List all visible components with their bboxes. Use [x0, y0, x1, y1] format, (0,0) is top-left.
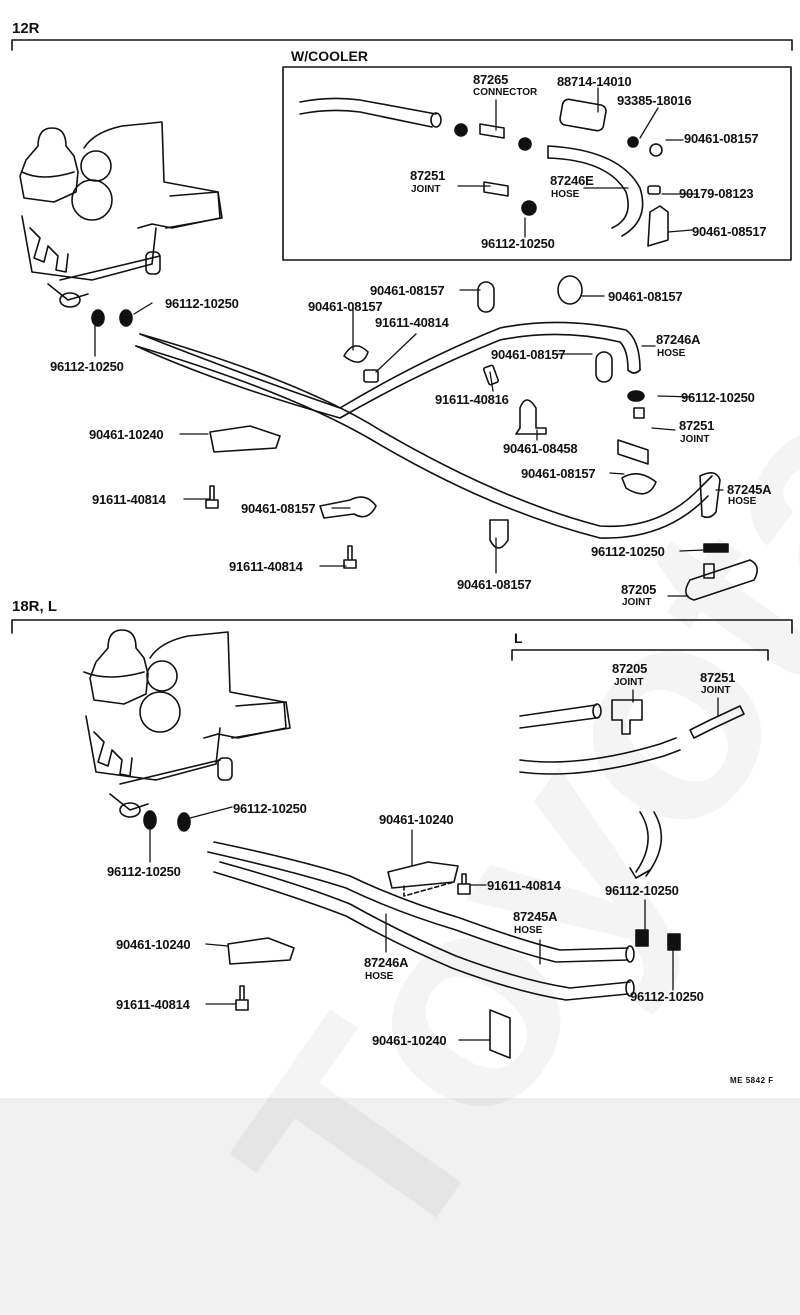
l-inset-parts: [519, 699, 745, 775]
callout-87246a-18r[interactable]: 87246A: [364, 955, 409, 970]
parts-diagram-sheet: [0, 0, 800, 1098]
callout-90179-08123[interactable]: 90179-08123: [679, 186, 754, 201]
callout-96112-10250-b3[interactable]: 96112-10250: [233, 801, 307, 816]
callout-90461-08157-a4[interactable]: 90461-08157: [308, 299, 383, 314]
callout-87251-12r[interactable]: 87251: [679, 418, 715, 433]
callout-96112-10250-a20[interactable]: 96112-10250: [591, 544, 665, 559]
callout-87251-l[interactable]: 87251: [700, 670, 736, 685]
callout-90461-10240-b5[interactable]: 90461-10240: [379, 812, 454, 827]
callout-87265[interactable]: 87265: [473, 72, 509, 87]
callout-96112-10250-a1[interactable]: 96112-10250: [165, 296, 239, 311]
callout-87246a-12r-name: HOSE: [657, 348, 686, 359]
callout-90461-08458[interactable]: 90461-08458: [503, 441, 578, 456]
callout-87265-name: CONNECTOR: [473, 87, 538, 98]
callout-87251-l-name: JOINT: [701, 685, 731, 696]
callout-91611-40814-a5[interactable]: 91611-40814: [375, 315, 449, 330]
callout-90461-08157-a8[interactable]: 90461-08157: [491, 347, 566, 362]
callout-90461-10240-b9[interactable]: 90461-10240: [116, 937, 191, 952]
clamps-18r: [143, 810, 681, 1059]
l-inset-bracket: [511, 649, 769, 661]
cooler-small-parts: [454, 123, 669, 247]
l-inset-title: L: [514, 630, 523, 646]
callout-90461-08157-cooler[interactable]: 90461-08157: [684, 131, 759, 146]
direction-arrow: [629, 811, 663, 879]
steering-gear-box-lower: [83, 629, 291, 818]
steering-gear-box-upper: [19, 121, 223, 308]
callout-88714-14010[interactable]: 88714-14010: [557, 74, 632, 89]
callout-96112-10250-b11[interactable]: 96112-10250: [630, 989, 704, 1004]
callout-90461-10240-b13[interactable]: 90461-10240: [372, 1033, 447, 1048]
callout-91611-40814-b12[interactable]: 91611-40814: [116, 997, 190, 1012]
callout-87205-12r[interactable]: 87205: [621, 582, 657, 597]
callout-91611-40814-b6[interactable]: 91611-40814: [487, 878, 561, 893]
cooler-box-title: W/COOLER: [291, 48, 368, 64]
callout-87205-l[interactable]: 87205: [612, 661, 648, 676]
leader-lines: [94, 87, 724, 1041]
callout-96112-10250-b8[interactable]: 96112-10250: [605, 883, 679, 898]
callout-96112-10250-a10[interactable]: 96112-10250: [681, 390, 755, 405]
cooler-hose-lines: [299, 97, 644, 237]
callout-87245a-12r[interactable]: 87245A: [727, 482, 772, 497]
hose-pair-18r: [207, 841, 635, 1001]
hose-87245a-12r: [135, 333, 721, 539]
callout-87246e[interactable]: 87246E: [550, 173, 594, 188]
callout-90461-10240-12r[interactable]: 90461-10240: [89, 427, 164, 442]
callout-96112-10250-b4[interactable]: 96112-10250: [107, 864, 181, 879]
callout-91611-40814-a16[interactable]: 91611-40814: [92, 492, 166, 507]
callout-91611-40816[interactable]: 91611-40816: [435, 392, 509, 407]
callout-90461-08157-a14[interactable]: 90461-08157: [521, 466, 596, 481]
section-frame-18r: [11, 619, 793, 634]
callout-93385-18016[interactable]: 93385-18016: [617, 93, 692, 108]
callout-87251-cooler[interactable]: 87251: [410, 168, 446, 183]
callout-87205-l-name: JOINT: [614, 677, 644, 688]
clamps-12r: [91, 275, 758, 601]
hose-87246a-12r: [135, 321, 641, 419]
callout-87246e-name: HOSE: [551, 189, 580, 200]
callout-87251-cooler-name: JOINT: [411, 184, 441, 195]
callout-90461-08517[interactable]: 90461-08517: [692, 224, 767, 239]
callout-90461-08157-a17[interactable]: 90461-08157: [241, 501, 316, 516]
callout-96112-10250-cooler[interactable]: 96112-10250: [481, 236, 555, 251]
callout-96112-10250-a2[interactable]: 96112-10250: [50, 359, 124, 374]
callout-87245a-18r[interactable]: 87245A: [513, 909, 558, 924]
section-title-18r-l: 18R, L: [12, 598, 58, 615]
callout-91611-40814-a18[interactable]: 91611-40814: [229, 559, 303, 574]
callout-87245a-18r-name: HOSE: [514, 925, 543, 936]
section-title-12r: 12R: [12, 20, 40, 37]
callout-87205-12r-name: JOINT: [622, 597, 652, 608]
callout-90461-08157-a19[interactable]: 90461-08157: [457, 577, 532, 592]
callout-90461-08157-a3[interactable]: 90461-08157: [370, 283, 445, 298]
callout-87246a-18r-name: HOSE: [365, 971, 394, 982]
diagram-line-art: [11, 39, 793, 1059]
callout-87245a-12r-name: HOSE: [728, 496, 757, 507]
callout-87246a-12r[interactable]: 87246A: [656, 332, 701, 347]
drawing-code: ME 5842 F: [730, 1076, 774, 1085]
callout-90461-08157-a6[interactable]: 90461-08157: [608, 289, 683, 304]
cooler-box: [282, 66, 792, 261]
section-frame-12r: [11, 39, 793, 51]
callout-87251-12r-name: JOINT: [680, 434, 710, 445]
